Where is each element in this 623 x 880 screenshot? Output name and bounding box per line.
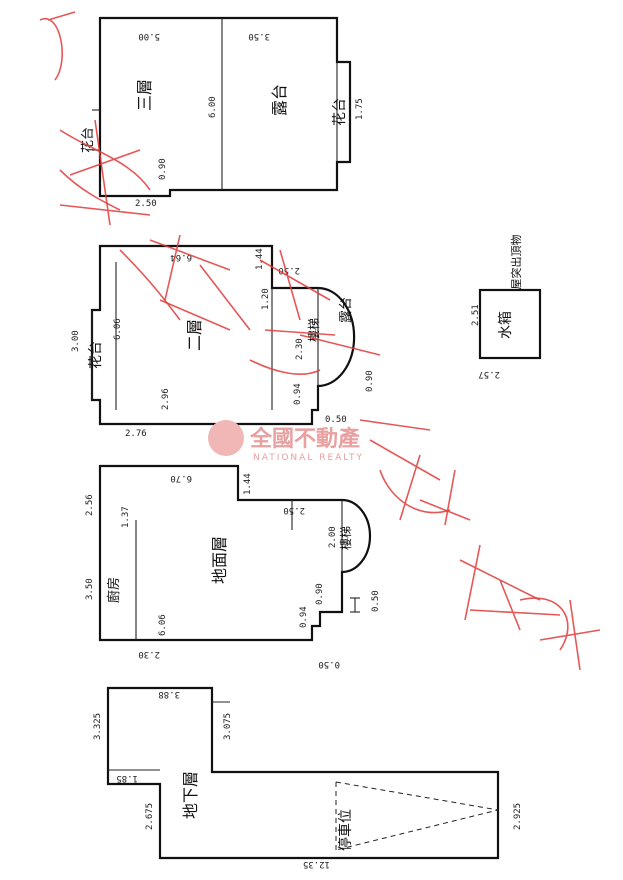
third-dim-5: 1.75 (355, 98, 365, 120)
third-floor-plan: 三層 露台 花台 花台 5.00 3.50 6.00 2.50 0.90 1.7… (80, 16, 365, 209)
basement-dim-5: 2.925 (513, 803, 523, 830)
basement-dim-3: 1.85 (116, 773, 138, 783)
ground-dim-7: 0.50 (371, 590, 381, 612)
ground-dim-5: 2.00 (328, 526, 338, 548)
basement-dim-2: 3.075 (223, 713, 233, 740)
basement-dim-4: 2.675 (145, 803, 155, 830)
ground-dim-6: 0.90 (315, 583, 325, 605)
basement-dim-0: 3.88 (158, 689, 180, 699)
logo-brand-cn: 全國不動產 (249, 426, 360, 452)
second-dim-11: 2.30 (295, 338, 305, 360)
third-dim-2: 6.00 (208, 96, 218, 118)
ground-left-room-label: 廚房 (106, 577, 122, 603)
second-dim-1: 1.44 (255, 248, 265, 270)
water-tank-note: 屋突出頂物 (509, 235, 523, 290)
third-dim-4: 0.90 (158, 158, 168, 180)
second-dim-7: 2.96 (161, 388, 171, 410)
ground-dim-9: 6.06 (158, 614, 168, 636)
ground-dim-0: 6.70 (170, 473, 192, 483)
logo-brand-en: NATIONAL REALTY (253, 453, 364, 463)
third-dim-3: 2.50 (135, 199, 157, 209)
ground-floor-label: 地面層 (210, 536, 229, 584)
third-terrace-label: 露台 (270, 84, 289, 116)
basement-floor-label: 地下層 (181, 771, 200, 819)
second-dim-5: 6.06 (113, 318, 123, 340)
water-tank-label: 水箱 (498, 311, 514, 339)
third-dim-0: 5.00 (138, 31, 160, 41)
water-tank-plan: 水箱 屋突出頂物 2.51 2.57 (471, 235, 542, 379)
third-floor-label: 三層 (135, 79, 154, 111)
basement-dim-6: 12.35 (303, 859, 330, 869)
ground-dim-8: 0.94 (299, 606, 309, 628)
ground-dim-1: 1.44 (243, 473, 253, 495)
second-stair-label: 樓梯 (306, 318, 321, 342)
ground-dim-11: 2.30 (138, 649, 160, 659)
ground-stair-label: 樓梯 (338, 526, 353, 550)
second-dim-4: 3.00 (71, 330, 81, 352)
basement-dim-1: 3.325 (93, 713, 103, 740)
second-dim-10: 0.50 (325, 415, 347, 425)
ground-dim-4: 2.50 (283, 505, 305, 515)
ground-floor-plan: 地面層 廚房 樓梯 6.70 1.44 2.56 3.50 2.50 2.00 … (85, 464, 381, 669)
second-dim-9: 0.90 (365, 370, 375, 392)
ground-dim-3: 3.50 (85, 578, 95, 600)
third-flower-label-left: 花台 (80, 127, 96, 153)
water-tank-dim-0: 2.51 (471, 304, 481, 326)
third-flower-label: 花台 (332, 98, 348, 126)
red-stamp-watermark (39, 11, 601, 671)
third-dim-1: 3.50 (248, 31, 270, 41)
second-floor-label: 二層 (185, 319, 204, 351)
second-terrace-label: 露台 (339, 297, 354, 323)
basement-floor-plan: 地下層 停車位 3.88 3.325 3.075 1.85 2.675 2.92… (93, 686, 523, 869)
ground-dim-10: 0.50 (318, 659, 340, 669)
second-flower-label: 花台 (88, 341, 104, 369)
logo-mark-icon (208, 420, 244, 456)
second-dim-2: 2.50 (278, 265, 300, 275)
second-dim-0: 6.64 (170, 252, 192, 262)
second-dim-3: 1.20 (261, 288, 271, 310)
watermark-logo: 全國不動產 NATIONAL REALTY (208, 420, 364, 463)
basement-parking-label: 停車位 (337, 809, 354, 851)
second-floor-plan: 二層 花台 露台 樓梯 6.64 1.44 2.50 1.20 3.00 6.0… (71, 244, 375, 439)
ground-dim-2: 2.56 (85, 494, 95, 516)
water-tank-dim-1: 2.57 (478, 369, 500, 379)
second-dim-6: 2.76 (125, 429, 147, 439)
second-dim-8: 0.94 (293, 383, 303, 405)
ground-dim-12: 1.37 (121, 506, 131, 528)
